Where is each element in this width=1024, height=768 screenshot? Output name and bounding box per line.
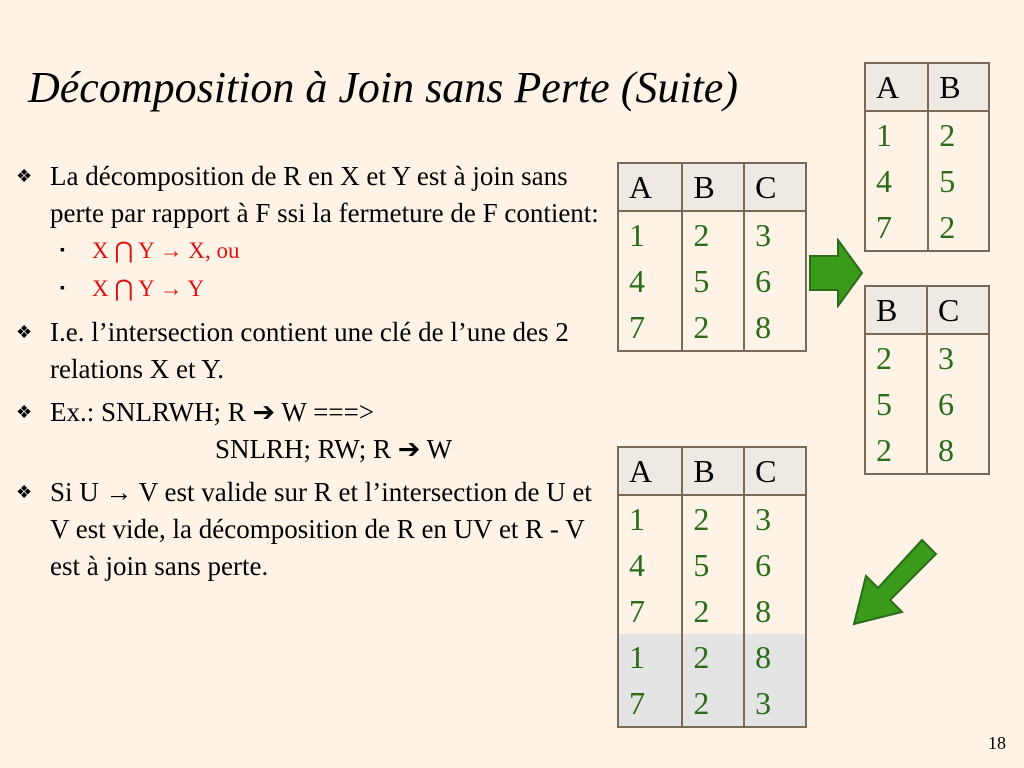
table-cell: 7	[629, 309, 645, 345]
square-bullet-icon: ▪	[60, 281, 65, 296]
sub-bullet-item: ▪X ⋂ Y → X, ou	[16, 232, 606, 270]
bullet-list: ❖La décomposition de R en X et Y est à j…	[16, 158, 606, 585]
square-bullet-icon: ▪	[60, 243, 65, 258]
table-cell: 3	[926, 334, 989, 381]
column-header: C	[926, 286, 989, 335]
table-cell: 6	[743, 258, 806, 304]
column-header: A	[618, 447, 683, 496]
table-cell: 2	[681, 211, 745, 258]
table-cell: 8	[743, 304, 806, 351]
column-header: B	[865, 286, 927, 335]
column-header: A	[865, 63, 929, 112]
page-number: 18	[988, 733, 1006, 753]
bullet-item: ❖I.e. l’intersection contient une clé de…	[16, 314, 606, 388]
table-cell: 4	[629, 547, 645, 583]
table-cell: 1	[618, 634, 683, 680]
table-cell: 3	[743, 680, 806, 727]
table-cell: 5	[681, 258, 745, 304]
table-cell: 7	[629, 593, 645, 629]
table-cell: 1	[876, 117, 892, 153]
column-header: B	[681, 447, 745, 496]
diamond-bullet-icon: ❖	[16, 402, 33, 422]
table-cell: 8	[743, 588, 806, 634]
table-cell: 5	[876, 386, 892, 422]
slide-title: Décomposition à Join sans Perte (Suite)	[28, 63, 738, 112]
table-cell: 2	[876, 432, 892, 468]
down-left-arrow-icon	[852, 538, 938, 626]
column-header: C	[743, 163, 806, 212]
table-cell: 7	[618, 680, 683, 727]
table-cell: 2	[681, 680, 745, 727]
table-cell: 2	[681, 588, 745, 634]
column-header: A	[618, 163, 683, 212]
table-cell: 3	[743, 495, 806, 542]
table-cell: 4	[629, 263, 645, 299]
table-cell: 6	[743, 542, 806, 588]
table-cell: 2	[927, 111, 989, 158]
sub-bullet-item: ▪X ⋂ Y → Y	[16, 270, 606, 308]
table-cell: 1	[629, 501, 645, 537]
table-cell: 2	[681, 495, 745, 542]
bullet-item: ❖Ex.: SNLRWH; R ➔ W ===>SNLRH; RW; R ➔ W	[16, 394, 606, 468]
table-cell: 2	[927, 204, 989, 251]
table-cell: 4	[876, 163, 892, 199]
table-cell: 5	[927, 158, 989, 204]
table-cell: 8	[926, 427, 989, 474]
diamond-bullet-icon: ❖	[16, 322, 33, 342]
diamond-bullet-icon: ❖	[16, 482, 33, 502]
table-cell: 1	[629, 217, 645, 253]
table-cell: 7	[876, 209, 892, 245]
table-cell: 2	[876, 340, 892, 376]
bullet-item: ❖La décomposition de R en X et Y est à j…	[16, 158, 606, 232]
right-arrow-icon	[809, 238, 864, 308]
table-cell: 8	[743, 634, 806, 680]
table-cell: 6	[926, 381, 989, 427]
bullet-item: ❖Si U → V est valide sur R et l’intersec…	[16, 474, 606, 585]
column-header: B	[927, 63, 989, 112]
table-cell: 5	[681, 542, 745, 588]
table-cell: 2	[681, 634, 745, 680]
column-header: B	[681, 163, 745, 212]
table-cell: 3	[743, 211, 806, 258]
diamond-bullet-icon: ❖	[16, 166, 33, 186]
column-header: C	[743, 447, 806, 496]
table-cell: 2	[681, 304, 745, 351]
